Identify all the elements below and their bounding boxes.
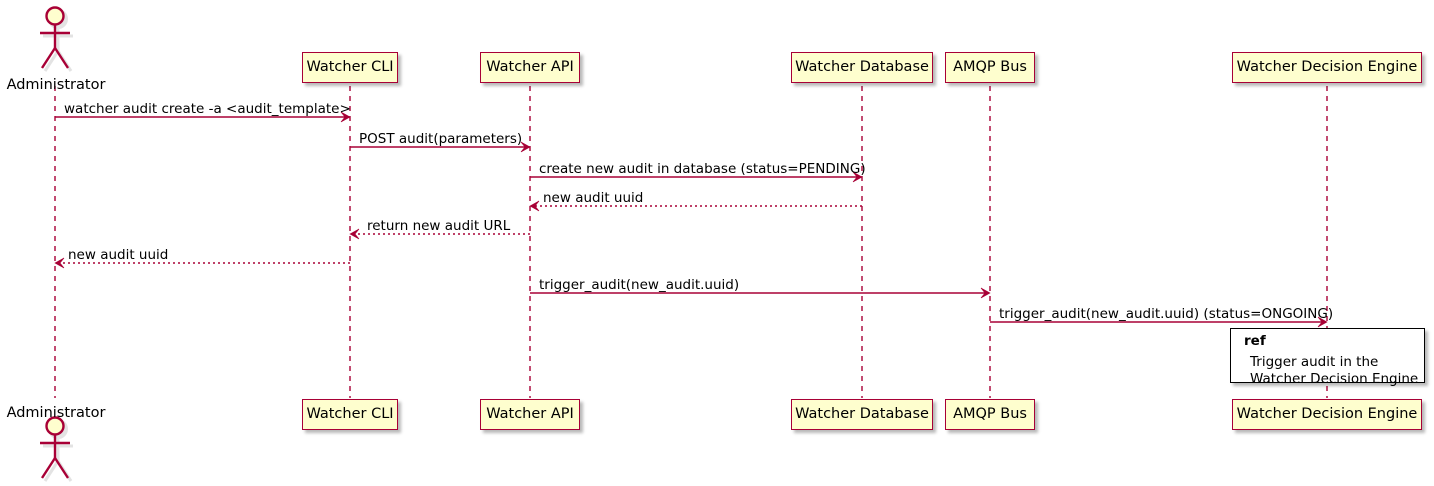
participant-box-watcher-api[interactable]: Watcher API [480,52,580,83]
fragment-text-line-2: Watcher Decision Engine [1250,371,1419,387]
arrow-head [54,257,65,269]
participant-box-watcher-database-bottom[interactable]: Watcher Database [791,399,933,430]
arrow-head [852,171,863,183]
participant-box-amqp-bus[interactable]: AMQP Bus [945,52,1035,83]
participant-box-amqp-bus-bottom[interactable]: AMQP Bus [945,399,1035,430]
message-label-3: create new audit in database (status=PEN… [539,161,866,177]
message-label-7: trigger_audit(new_audit.uuid) [539,277,740,293]
participant-box-watcher-cli-bottom[interactable]: Watcher CLI [302,399,398,430]
arrow-head [529,200,540,212]
participant-box-watcher-decision-engine[interactable]: Watcher Decision Engine [1232,52,1422,83]
message-7-watcher-api-to-amqp-bus [530,287,991,299]
message-1-administrator-to-watcher-cli [55,111,351,123]
actor-figure-administrator-top [40,6,73,72]
fragment-ref-trigger-audit [1230,328,1425,383]
participant-box-watcher-decision-engine-bottom[interactable]: Watcher Decision Engine [1232,399,1422,430]
arrow-head [520,141,531,153]
arrow-head [1317,316,1328,328]
message-3-watcher-api-to-watcher-database [530,171,863,183]
message-label-5: return new audit URL [367,218,511,234]
actor-figure-administrator-bottom [40,416,73,482]
message-label-6: new audit uuid [68,247,169,263]
arrow-head [980,287,991,299]
fragment-text-line-1: Trigger audit in the [1250,354,1379,370]
message-label-2: POST audit(parameters) [359,131,523,147]
participant-box-watcher-database[interactable]: Watcher Database [791,52,933,83]
participant-box-watcher-cli[interactable]: Watcher CLI [302,52,398,83]
participant-box-watcher-api-bottom[interactable]: Watcher API [480,399,580,430]
message-4-watcher-database-to-watcher-api [529,200,862,212]
actor-label-administrator: Administrator [6,77,106,93]
message-label-4: new audit uuid [543,190,644,206]
message-2-watcher-cli-to-watcher-api [350,141,531,153]
message-label-1: watcher audit create -a <audit_template> [64,101,351,117]
fragment-tab-label-ref-trigger-audit: ref [1244,333,1266,349]
arrow-head [349,228,360,240]
message-5-watcher-api-to-watcher-cli [349,228,530,240]
message-8-amqp-bus-to-watcher-decision-engine [990,316,1328,328]
message-6-watcher-cli-to-administrator [54,257,350,269]
arrow-head [340,111,351,123]
message-label-8: trigger_audit(new_audit.uuid) (status=ON… [999,306,1334,322]
actor-label-administrator-bottom: Administrator [6,405,106,421]
